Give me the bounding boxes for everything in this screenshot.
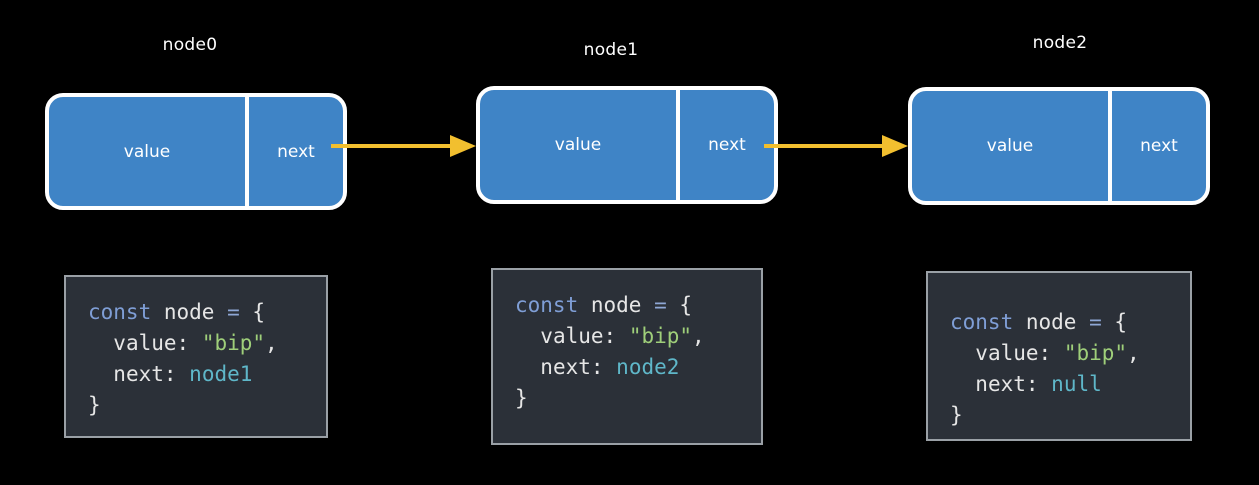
code-next-ref: null <box>1051 372 1102 396</box>
code-open-brace: { <box>1114 310 1128 334</box>
code-next-ref: node2 <box>616 355 680 379</box>
node0-value-label: value <box>123 141 171 162</box>
arrow-head-node1 <box>450 135 476 157</box>
code-keyword: const <box>88 300 152 324</box>
node1-value-label: value <box>554 135 602 155</box>
code-eq: = <box>1089 310 1102 334</box>
code-eq: = <box>654 293 667 317</box>
code-comma: , <box>265 331 278 355</box>
code-var: node <box>163 300 215 324</box>
code-next-key: next: <box>540 355 604 379</box>
code-value-string: "bip" <box>201 331 266 355</box>
node1-next-label: next <box>708 135 746 155</box>
node0-title: node0 <box>162 35 218 55</box>
code-next-key: next: <box>975 372 1039 396</box>
code-value-string: "bip" <box>1063 341 1128 365</box>
node2-next-label: next <box>1140 136 1178 156</box>
node2-value-label: value <box>986 136 1034 156</box>
code-value-key: value: <box>975 341 1052 365</box>
code-value-key: value: <box>540 324 617 348</box>
node0-box: value next <box>45 93 347 210</box>
code-panel-node0: const node = { value: "bip", next: node1… <box>64 275 328 438</box>
node1-value-cell: value <box>480 90 680 200</box>
code-value-string: "bip" <box>628 324 693 348</box>
node2-title: node2 <box>1032 33 1088 53</box>
code-panel-node1: const node = { value: "bip", next: node2… <box>491 268 763 445</box>
code-next-ref: node1 <box>189 362 253 386</box>
code-eq: = <box>227 300 240 324</box>
code-comma: , <box>692 324 705 348</box>
code-var: node <box>590 293 642 317</box>
code-close-brace: } <box>950 403 963 427</box>
code-open-brace: { <box>679 293 693 317</box>
code-panel-node2: const node = { value: "bip", next: null … <box>926 271 1192 441</box>
node1-next-cell: next <box>680 90 774 200</box>
arrow-head-node2 <box>882 135 908 157</box>
code-comma: , <box>1127 341 1140 365</box>
node0-next-label: next <box>277 141 315 162</box>
node2-box: value next <box>908 87 1210 205</box>
code-keyword: const <box>515 293 579 317</box>
code-keyword: const <box>950 310 1014 334</box>
node2-value-cell: value <box>912 91 1112 201</box>
code-close-brace: } <box>88 393 101 417</box>
code-open-brace: { <box>252 300 266 324</box>
code-value-key: value: <box>113 331 190 355</box>
node0-value-cell: value <box>49 97 249 206</box>
code-next-key: next: <box>113 362 177 386</box>
node0-next-cell: next <box>249 97 343 206</box>
node2-next-cell: next <box>1112 91 1206 201</box>
code-var: node <box>1025 310 1077 334</box>
node1-title: node1 <box>583 40 639 60</box>
code-close-brace: } <box>515 386 528 410</box>
